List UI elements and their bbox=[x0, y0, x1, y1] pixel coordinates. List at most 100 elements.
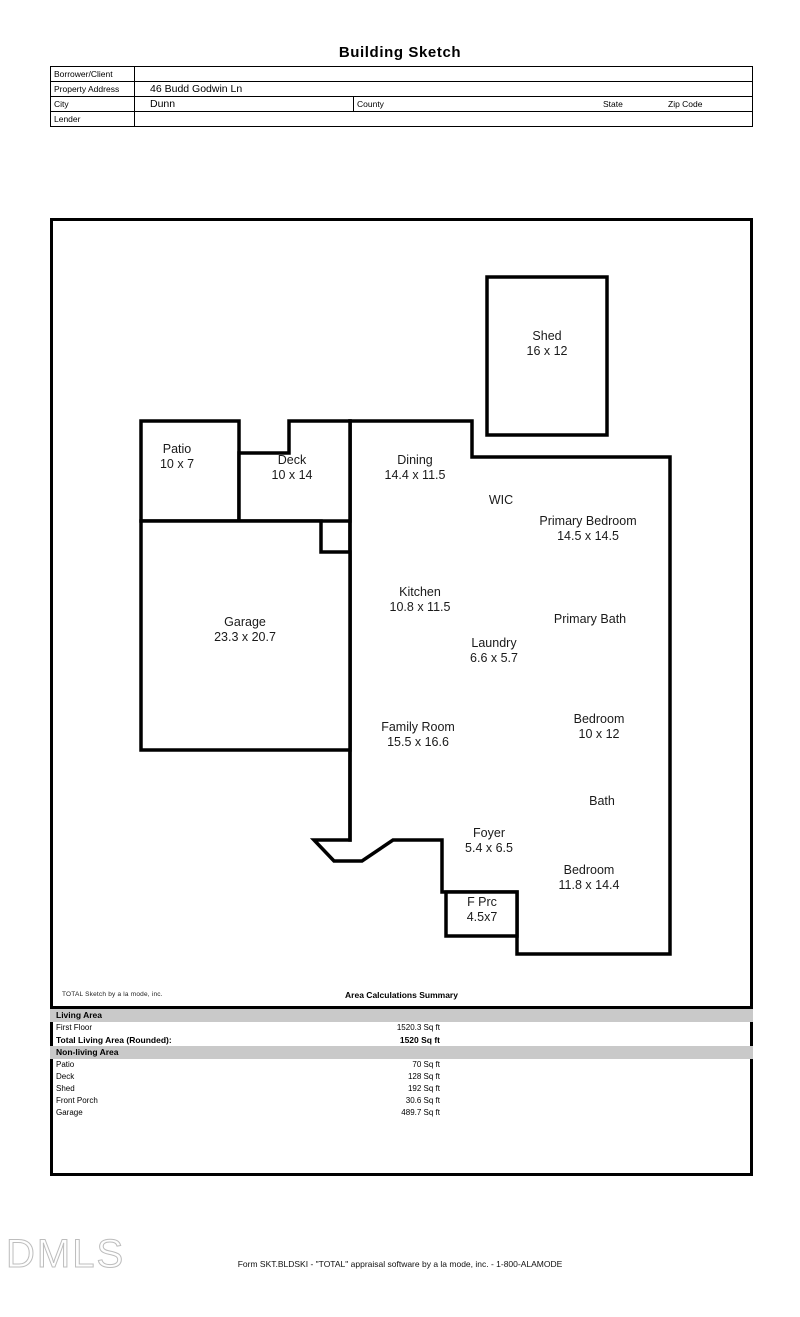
room-name: Deck bbox=[277, 453, 307, 467]
room-label-laundry: Laundry 6.6 x 5.7 bbox=[470, 636, 518, 666]
room-label-shed: Shed 16 x 12 bbox=[526, 329, 567, 359]
summary-title: Area Calculations Summary bbox=[345, 990, 458, 1000]
row-value: 192 Sq ft bbox=[407, 1084, 440, 1093]
room-label-family-room: Family Room 15.5 x 16.6 bbox=[381, 720, 455, 750]
room-dims: 14.5 x 14.5 bbox=[557, 529, 619, 543]
row-label: Total Living Area (Rounded): bbox=[56, 1035, 172, 1045]
room-label-bedroom-2: Bedroom 11.8 x 14.4 bbox=[559, 863, 620, 893]
lender-value[interactable] bbox=[134, 111, 753, 127]
garage-outline bbox=[139, 519, 352, 752]
property-address-label: Property Address bbox=[50, 81, 135, 97]
room-dims: 4.5x7 bbox=[466, 910, 498, 924]
room-dims: 10 x 7 bbox=[159, 457, 195, 471]
room-name: Dining bbox=[397, 453, 433, 467]
property-address-value[interactable]: 46 Budd Godwin Ln bbox=[134, 81, 753, 97]
shed-outline bbox=[485, 275, 609, 437]
room-label-front-porch: F Prc 4.5x7 bbox=[467, 895, 498, 925]
borrower-value[interactable] bbox=[134, 66, 753, 82]
city-value-text: Dunn bbox=[150, 98, 176, 110]
room-name: Patio bbox=[162, 442, 192, 456]
county-value[interactable] bbox=[417, 97, 600, 112]
borrower-label: Borrower/Client bbox=[50, 66, 135, 82]
room-name: Bedroom bbox=[563, 863, 615, 877]
room-dims: 23.3 x 20.7 bbox=[214, 630, 276, 644]
room-name: Laundry bbox=[471, 636, 517, 650]
lender-value-text bbox=[138, 113, 150, 125]
zip-label: Zip Code bbox=[668, 99, 703, 109]
summary-row-garage: Garage 489.7 Sq ft bbox=[50, 1107, 753, 1119]
room-dims: 15.5 x 16.6 bbox=[387, 735, 449, 749]
row-label: First Floor bbox=[56, 1023, 92, 1032]
front-porch-outline bbox=[444, 890, 519, 938]
room-dims: 10 x 14 bbox=[271, 468, 313, 482]
county-label: County bbox=[357, 99, 384, 109]
room-dims: 5.4 x 6.5 bbox=[465, 841, 513, 855]
sketch-credit-text: TOTAL Sketch by a la mode, inc. bbox=[62, 991, 163, 998]
room-name: WIC bbox=[488, 493, 514, 507]
room-label-bedroom-1: Bedroom 10 x 12 bbox=[574, 712, 625, 742]
row-label: Garage bbox=[56, 1108, 83, 1117]
room-dims: 10.8 x 11.5 bbox=[389, 600, 451, 614]
summary-row-first-floor: First Floor 1520.3 Sq ft bbox=[50, 1022, 753, 1034]
room-name: Kitchen bbox=[399, 585, 441, 599]
main-structure-outline bbox=[309, 419, 672, 956]
room-label-patio: Patio 10 x 7 bbox=[160, 442, 194, 472]
row-value: 1520 Sq ft bbox=[399, 1035, 440, 1045]
room-name: Bedroom bbox=[573, 712, 625, 726]
row-label: Shed bbox=[56, 1084, 75, 1093]
row-label: Front Porch bbox=[56, 1096, 98, 1105]
dmls-watermark: DMLS bbox=[5, 1232, 126, 1277]
city-label: City bbox=[50, 96, 135, 112]
floor-plan-drawing bbox=[139, 275, 672, 956]
table-row-city: City Dunn County State Zip Code bbox=[50, 96, 753, 112]
table-row-borrower: Borrower/Client bbox=[50, 66, 753, 82]
room-label-bath: Bath bbox=[589, 794, 615, 809]
borrower-value-text bbox=[138, 68, 150, 80]
room-name: F Prc bbox=[467, 895, 497, 909]
summary-header-bar: TOTAL Sketch by a la mode, inc. Area Cal… bbox=[50, 988, 753, 1009]
page-title: Building Sketch bbox=[338, 44, 462, 61]
summary-row-deck: Deck 128 Sq ft bbox=[50, 1071, 753, 1083]
row-value: 30.6 Sq ft bbox=[405, 1096, 440, 1105]
summary-row-front-porch: Front Porch 30.6 Sq ft bbox=[50, 1095, 753, 1107]
room-name: Shed bbox=[532, 329, 562, 343]
row-value: 489.7 Sq ft bbox=[401, 1108, 440, 1117]
room-name: Primary Bedroom bbox=[539, 514, 637, 528]
room-dims: 11.8 x 14.4 bbox=[558, 878, 620, 892]
room-dims: 6.6 x 5.7 bbox=[470, 651, 518, 665]
living-area-band: Living Area bbox=[50, 1009, 753, 1022]
row-label: Patio bbox=[56, 1060, 75, 1069]
table-row-lender: Lender bbox=[50, 111, 753, 127]
room-dims: 16 x 12 bbox=[526, 344, 568, 358]
room-name: Family Room bbox=[381, 720, 455, 734]
room-label-primary-bedroom: Primary Bedroom 14.5 x 14.5 bbox=[539, 514, 636, 544]
lender-label: Lender bbox=[50, 111, 135, 127]
summary-row-total-living: Total Living Area (Rounded): 1520 Sq ft bbox=[50, 1034, 753, 1046]
room-label-kitchen: Kitchen 10.8 x 11.5 bbox=[390, 585, 451, 615]
county-value-text bbox=[420, 98, 432, 110]
room-label-dining: Dining 14.4 x 11.5 bbox=[385, 453, 446, 483]
row-value: 128 Sq ft bbox=[407, 1072, 440, 1081]
area-calculations-summary: TOTAL Sketch by a la mode, inc. Area Cal… bbox=[50, 988, 753, 1119]
nonliving-area-band: Non-living Area bbox=[50, 1046, 753, 1059]
room-dims: 10 x 12 bbox=[578, 727, 620, 741]
row-value: 70 Sq ft bbox=[412, 1060, 440, 1069]
room-name: Garage bbox=[224, 615, 266, 629]
city-value[interactable]: Dunn bbox=[134, 96, 354, 112]
property-address-text: 46 Budd Godwin Ln bbox=[150, 83, 243, 95]
room-label-foyer: Foyer 5.4 x 6.5 bbox=[465, 826, 513, 856]
room-label-garage: Garage 23.3 x 20.7 bbox=[214, 615, 276, 645]
state-label: State bbox=[603, 99, 623, 109]
form-footer-text: Form SKT.BLDSKI - "TOTAL" appraisal soft… bbox=[237, 1259, 563, 1269]
summary-row-shed: Shed 192 Sq ft bbox=[50, 1083, 753, 1095]
property-info-table: Borrower/Client Property Address 46 Budd… bbox=[50, 66, 753, 127]
table-row-address: Property Address 46 Budd Godwin Ln bbox=[50, 81, 753, 97]
room-name: Bath bbox=[589, 794, 615, 808]
room-label-deck: Deck 10 x 14 bbox=[271, 453, 312, 483]
summary-row-patio: Patio 70 Sq ft bbox=[50, 1059, 753, 1071]
room-label-primary-bath: Primary Bath bbox=[554, 612, 626, 627]
room-name: Foyer bbox=[473, 826, 505, 840]
row-label: Deck bbox=[56, 1072, 75, 1081]
room-name: Primary Bath bbox=[553, 612, 627, 626]
